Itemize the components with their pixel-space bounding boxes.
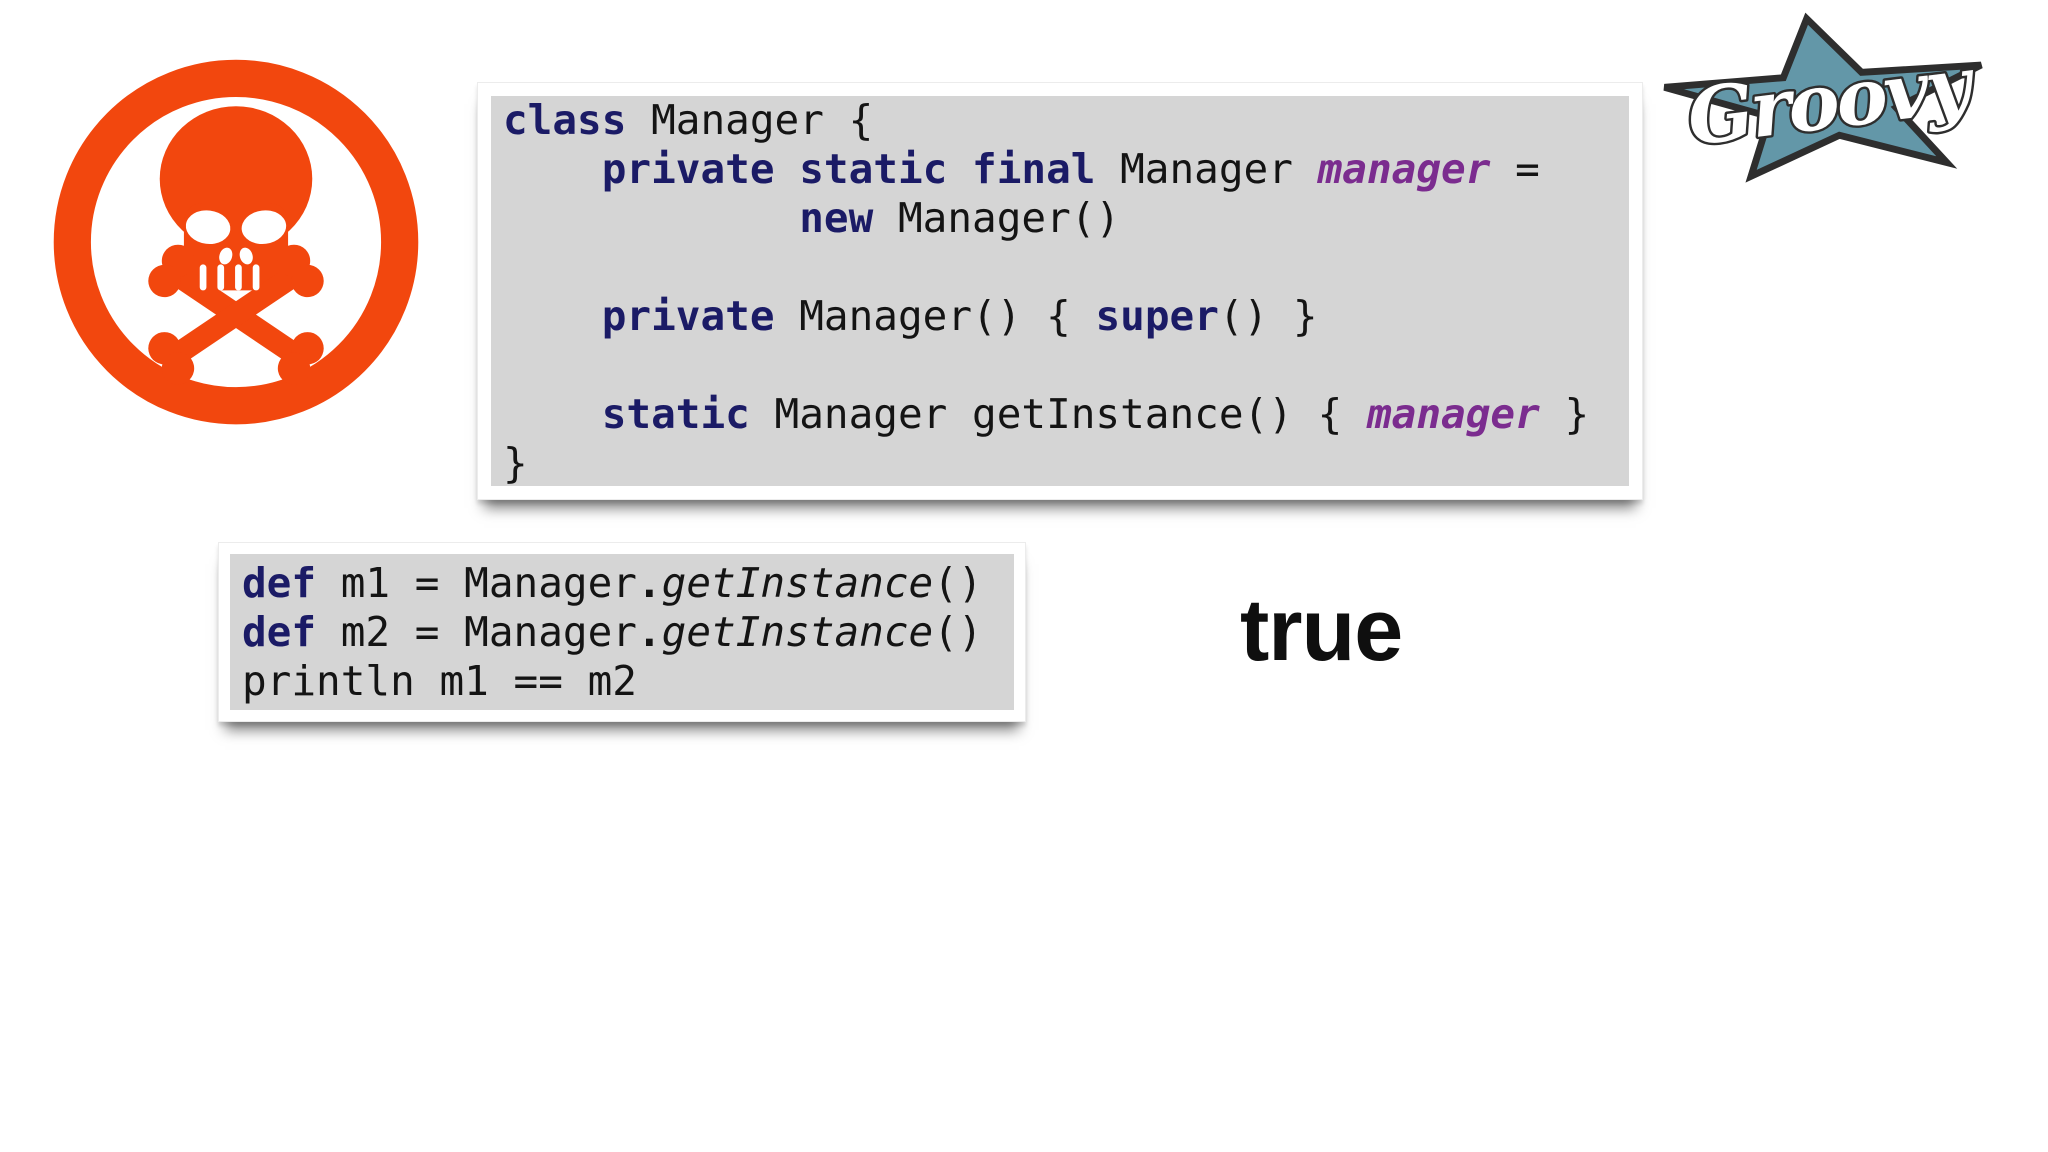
code-line: def m1 = Manager.getInstance() xyxy=(242,559,983,607)
code-line: private Manager() { super() } xyxy=(601,292,1318,340)
snippet-code-block: def m1 = Manager.getInstance()def m2 = M… xyxy=(230,554,1014,710)
snippet-code-background: def m1 = Manager.getInstance()def m2 = M… xyxy=(230,554,1014,710)
code-line: private static final Manager manager = xyxy=(601,145,1540,193)
code-line xyxy=(503,243,1617,292)
main-code-card: class Manager { private static final Man… xyxy=(477,82,1643,500)
code-line: static Manager getInstance() { manager } xyxy=(601,390,1590,438)
snippet-code-card: def m1 = Manager.getInstance()def m2 = M… xyxy=(218,542,1026,722)
code-line: class Manager { xyxy=(503,96,874,144)
code-line: println m1 == m2 xyxy=(242,657,637,705)
groovy-logo-text: Groovy xyxy=(1683,39,1981,164)
groovy-star-icon: Groovy xyxy=(1663,12,1983,183)
skull-warning-icon xyxy=(50,54,422,432)
result-text: true xyxy=(1240,580,1403,679)
code-line: new Manager() xyxy=(799,194,1121,242)
main-code-background: class Manager { private static final Man… xyxy=(491,96,1629,486)
main-code-block: class Manager { private static final Man… xyxy=(491,96,1629,486)
code-line: } xyxy=(503,439,528,486)
code-line xyxy=(503,341,1617,390)
code-line: def m2 = Manager.getInstance() xyxy=(242,608,983,656)
groovy-logo: Groovy xyxy=(1652,4,2008,194)
skull-crossbones-svg xyxy=(53,59,419,425)
